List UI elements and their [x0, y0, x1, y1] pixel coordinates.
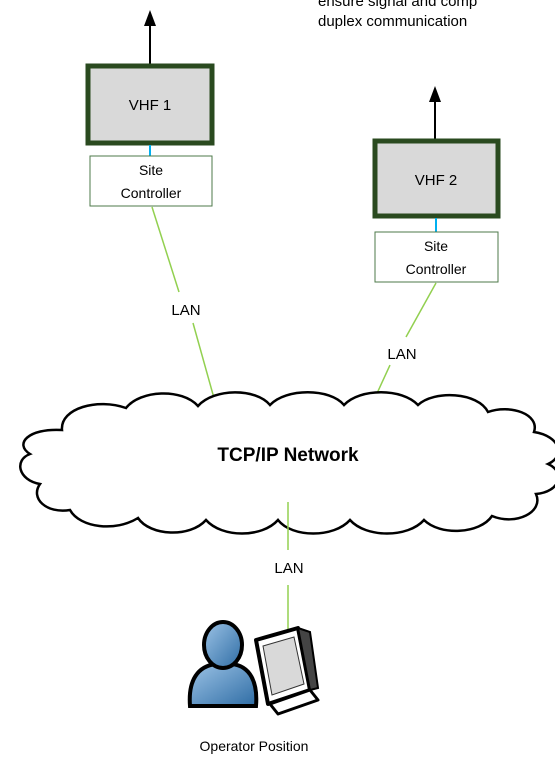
vhf2-radio [372, 138, 501, 219]
vhf1-site-controller [89, 155, 213, 207]
vhf1-antenna [144, 10, 156, 66]
network-label: TCP/IP Network [217, 445, 359, 466]
top-note: ensure signal and comp duplex communicat… [318, 0, 555, 32]
vhf2-label: VHF 2 [415, 172, 458, 189]
vhf2-controller-line-1: Site [424, 238, 448, 254]
vhf1-lan-label: LAN [171, 302, 200, 319]
vhf1-radio [85, 63, 215, 146]
operator-person-icon [187, 620, 259, 708]
top-note-line-2: duplex communication [318, 13, 468, 30]
vhf1-controller-line-1: Site [139, 162, 163, 178]
tcp-ip-network-cloud [19, 391, 555, 535]
vhf2-site-controller [374, 231, 499, 283]
top-note-line-1: ensure signal and comp [318, 0, 478, 10]
vhf2-lan-label: LAN [387, 346, 416, 363]
operator-lan-label: LAN [274, 560, 303, 577]
vhf1-controller-line-2: Controller [121, 185, 182, 201]
vhf2-controller-line-2: Controller [406, 261, 467, 277]
operator-monitor-icon [254, 626, 320, 716]
operator-label: Operator Position [200, 738, 309, 754]
vhf2-antenna [429, 86, 441, 141]
vhf1-label: VHF 1 [129, 97, 172, 114]
